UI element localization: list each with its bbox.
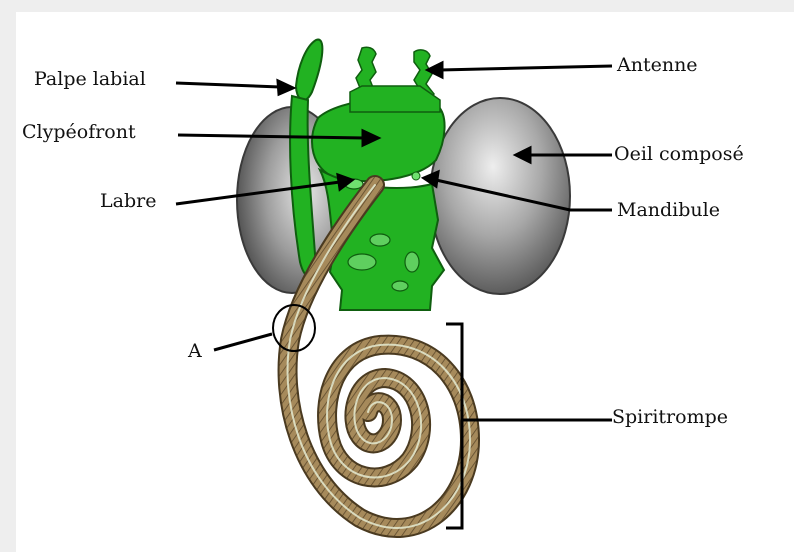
label-oeil-compose: Oeil composé bbox=[614, 143, 744, 165]
label-a: A bbox=[188, 340, 202, 362]
right-compound-eye bbox=[430, 98, 570, 294]
label-spiritrompe: Spiritrompe bbox=[612, 406, 728, 428]
mandible bbox=[412, 172, 420, 180]
label-labre: Labre bbox=[100, 190, 156, 212]
label-mandibule: Mandibule bbox=[617, 199, 720, 221]
label-antenne: Antenne bbox=[617, 54, 698, 76]
label-clypeofront: Clypéofront bbox=[22, 121, 136, 143]
label-palpe-labial: Palpe labial bbox=[34, 68, 146, 90]
vertex-shape bbox=[350, 86, 440, 112]
